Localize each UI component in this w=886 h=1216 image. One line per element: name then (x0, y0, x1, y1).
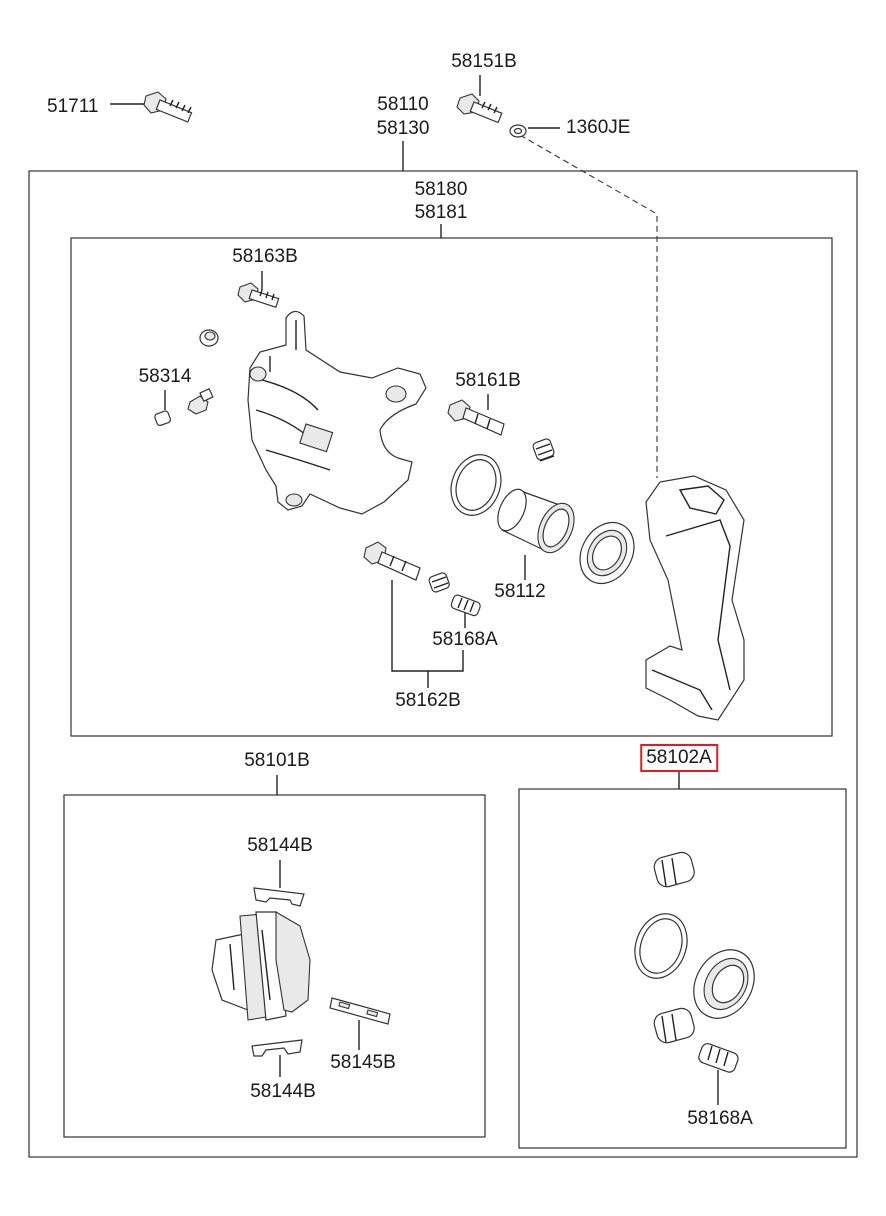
label-51711: 51711 (47, 96, 99, 117)
label-58151b: 58151B (451, 51, 517, 72)
bolt-51711-icon (143, 91, 193, 123)
kit-boot-lower-icon (653, 1007, 695, 1044)
label-58144b-bottom: 58144B (250, 1081, 316, 1102)
caliper-bracket-icon (645, 475, 745, 721)
shim-58144b-top-icon (253, 887, 305, 907)
guide-pin-58162b-icon (363, 541, 421, 581)
dust-boot-icon (579, 521, 635, 585)
bolt-58163b-icon (237, 282, 280, 308)
wear-indicator-58145b-icon (329, 997, 391, 1025)
label-58102a[interactable]: 58102A (640, 744, 718, 772)
label-58168a-kit: 58168A (687, 1108, 753, 1129)
shim-58144b-bottom-icon (251, 1039, 303, 1057)
label-58101b: 58101B (244, 750, 310, 771)
label-58314: 58314 (138, 366, 192, 387)
sleeve-58168a-icon (450, 594, 481, 617)
label-58130: 58130 (376, 118, 430, 139)
guide-boot-icon (532, 438, 555, 462)
kit-piston-seal-icon (634, 913, 688, 979)
assembly-box-58110 (28, 170, 858, 1158)
pad-kit-box-58101b (63, 794, 486, 1138)
label-1360je: 1360JE (566, 117, 631, 138)
bleeder-screw-58314-icon (154, 387, 214, 427)
kit-boot-upper-icon (653, 851, 695, 888)
bolt-58151b-icon (456, 93, 503, 124)
kit-sleeve-icon (698, 1043, 739, 1073)
kit-dust-boot-icon (693, 949, 755, 1019)
bleeder-cap-icon (199, 329, 219, 347)
caliper-housing-icon (247, 310, 427, 515)
label-58161b: 58161B (455, 370, 521, 391)
guide-pin-58161b-icon (447, 399, 505, 436)
label-58181: 58181 (414, 202, 468, 223)
caliper-box-58180 (70, 237, 833, 737)
label-58180: 58180 (414, 179, 468, 200)
brake-pads-icon (211, 911, 311, 1021)
label-58145b: 58145B (330, 1052, 396, 1073)
label-58144b-top: 58144B (247, 835, 313, 856)
label-58110: 58110 (377, 94, 429, 115)
seal-kit-box-58102a (518, 788, 847, 1149)
label-58162b: 58162B (395, 690, 461, 711)
piston-58112-icon (497, 488, 575, 554)
label-58112: 58112 (494, 581, 546, 602)
label-58163b: 58163B (232, 246, 298, 267)
pin-boot-icon (428, 572, 450, 593)
label-58168a-top: 58168A (432, 629, 498, 650)
piston-seal-icon (450, 454, 502, 516)
